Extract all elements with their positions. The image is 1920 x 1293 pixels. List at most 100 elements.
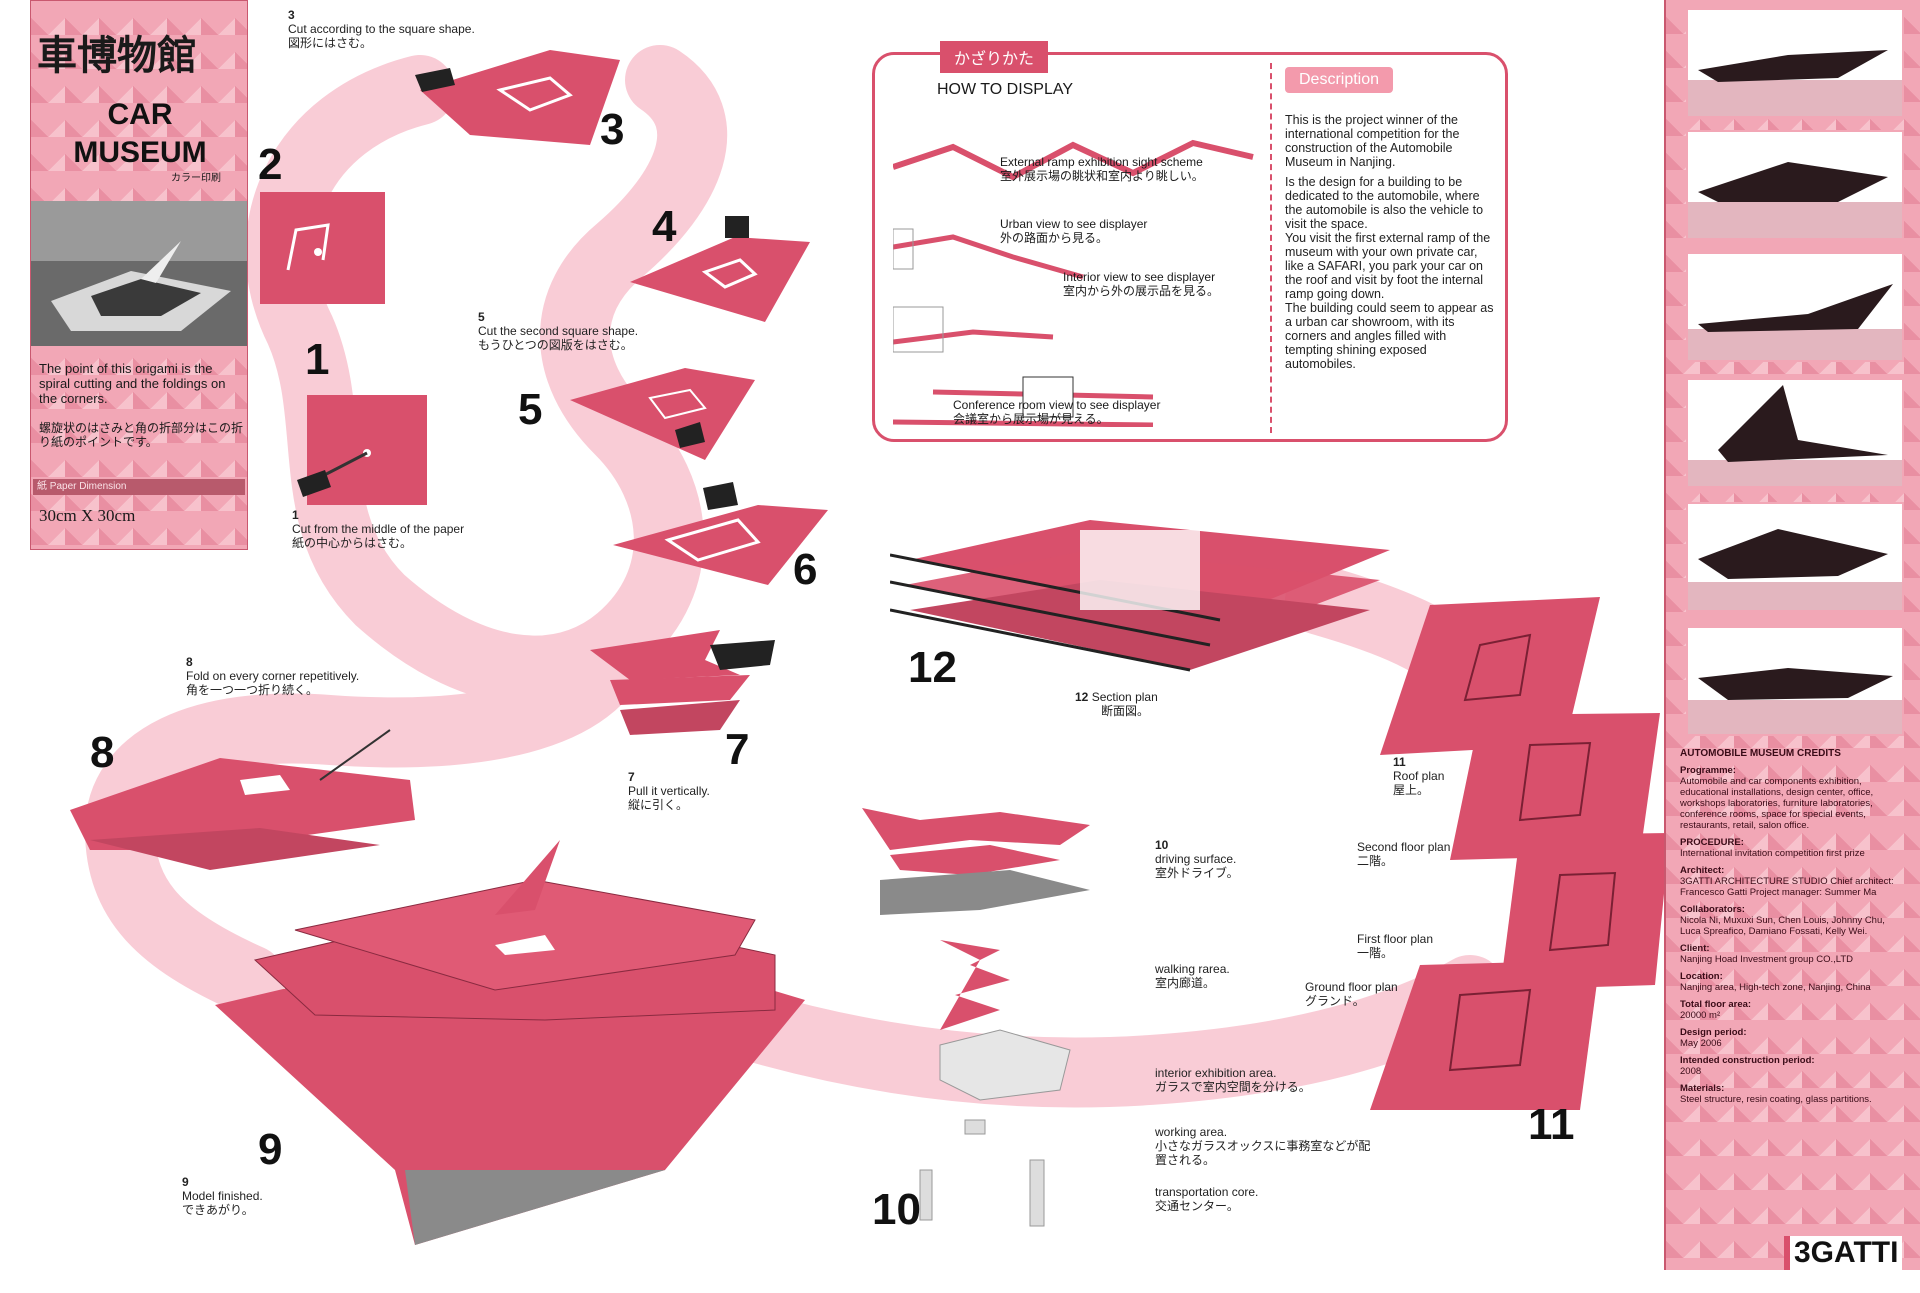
museum-photo — [31, 201, 247, 346]
step-5-caption-number: 5 — [478, 310, 485, 324]
step-11-caption: 11 Roof plan 屋上。 — [1393, 755, 1444, 797]
first-floor-caption: First floor plan 一階。 — [1357, 932, 1433, 960]
display-title: HOW TO DISPLAY — [937, 81, 1074, 98]
credits-procedure-head: PROCEDURE: — [1680, 837, 1744, 848]
step-1-paper — [297, 395, 427, 505]
step-5-caption: 5 Cut the second square shape. もうひとつの図版を… — [478, 310, 638, 352]
credits-location-head: Location: — [1680, 971, 1723, 982]
right-credits-panel: AUTOMOBILE MUSEUM CREDITS Programme: Aut… — [1664, 0, 1920, 1270]
display-divider — [1270, 63, 1272, 433]
step-4-number: 4 — [652, 202, 677, 251]
step-8-caption-number: 8 — [186, 655, 193, 669]
step-12-number: 12 — [908, 643, 957, 692]
step-1-caption: 1 Cut from the middle of the paper 紙の中心か… — [292, 508, 464, 550]
urban-caption: Urban view to see displayer 外の路面から見る。 — [1000, 217, 1147, 245]
credits-materials: Steel structure, resin coating, glass pa… — [1680, 1094, 1872, 1105]
step-4-paper — [630, 216, 810, 322]
credits-collab-head: Collaborators: — [1680, 904, 1745, 915]
credits-architect-head: Architect: — [1680, 865, 1725, 876]
second-floor-en: Second floor plan — [1357, 840, 1451, 854]
ground-floor-caption: Ground floor plan グランド。 — [1305, 980, 1398, 1008]
thumb-view-4 — [1686, 378, 1904, 488]
paper-size: 30cm X 30cm — [39, 506, 136, 525]
step-7-paper — [590, 630, 775, 735]
conf-caption: Conference room view to see displayer 会議… — [953, 398, 1160, 426]
step-9-caption-en: Model finished. — [182, 1189, 263, 1203]
step-3-caption-en: Cut according to the square shape. — [288, 22, 475, 36]
first-floor-jp: 一階。 — [1357, 946, 1394, 960]
transport-jp: 交通センター。 — [1155, 1199, 1239, 1213]
scheme-jp: 室外展示場の眺状和室内より眺しい。 — [1000, 169, 1204, 183]
ground-floor-jp: グランド。 — [1305, 994, 1365, 1008]
description-tag: Description — [1285, 67, 1394, 93]
description-p4: The building could seem to appear as a u… — [1285, 301, 1494, 371]
step-2-number: 2 — [258, 140, 283, 189]
credits-procedure: International invitation competition fir… — [1680, 848, 1865, 859]
step-8-paper — [70, 729, 415, 870]
step-9-caption: 9 Model finished. できあがり。 — [182, 1175, 263, 1217]
step-5-paper — [570, 368, 755, 460]
display-sketches — [893, 139, 1254, 427]
step-11-caption-en: Roof plan — [1393, 769, 1445, 783]
step-3-caption-number: 3 — [288, 8, 295, 22]
step-11-plans — [1370, 597, 1670, 1110]
interior-caption: Interior view to see displayer 室内から外の展示品… — [1063, 270, 1219, 298]
step-11-caption-number: 11 — [1393, 755, 1406, 769]
credits-client: Nanjing Hoad Investment group CO.,LTD — [1680, 954, 1854, 965]
step-9-number: 9 — [258, 1125, 283, 1174]
step-1-number: 1 — [305, 335, 330, 384]
ground-floor-en: Ground floor plan — [1305, 980, 1398, 994]
thumb-view-5 — [1686, 502, 1904, 612]
step-12-section — [890, 520, 1390, 672]
step-1-caption-jp: 紙の中心からはさむ。 — [292, 536, 413, 550]
transport-caption: transportation core. 交通センター。 — [1155, 1185, 1258, 1213]
credits-programme: Automobile and car components exhibition… — [1680, 776, 1874, 831]
step-8-caption: 8 Fold on every corner repetitively. 角を一… — [186, 655, 359, 697]
credits-client-head: Client: — [1680, 943, 1710, 954]
working-en: working area. — [1155, 1125, 1228, 1139]
description-p1: This is the project winner of the intern… — [1285, 113, 1460, 169]
description-text: This is the project winner of the intern… — [1285, 113, 1495, 371]
jp-title: 車博物館 — [37, 33, 197, 79]
thumb-view-1 — [1686, 8, 1904, 118]
paper-label: 紙 Paper Dimension — [33, 479, 245, 495]
interior-en: Interior view to see displayer — [1063, 270, 1216, 284]
step-7-caption-en: Pull it vertically. — [628, 784, 710, 798]
credits-intended-head: Intended construction period: — [1680, 1055, 1815, 1066]
step-12-caption-number: 12 — [1075, 690, 1089, 704]
step-5-number: 5 — [518, 385, 543, 434]
step-8-number: 8 — [90, 728, 115, 777]
step-7-caption-jp: 縦に引く。 — [628, 798, 689, 812]
step-7-caption: 7 Pull it vertically. 縦に引く。 — [628, 770, 710, 812]
credits-materials-head: Materials: — [1680, 1083, 1725, 1094]
step-10-caption-en: driving surface. — [1155, 852, 1237, 866]
step-10-number: 10 — [872, 1185, 921, 1234]
second-floor-caption: Second floor plan 二階。 — [1357, 840, 1450, 868]
walking-caption: walking rarea. 室内廊道。 — [1155, 962, 1230, 990]
urban-en: Urban view to see displayer — [1000, 217, 1148, 231]
step-1-caption-en: Cut from the middle of the paper — [292, 522, 465, 536]
step-3-caption-jp: 図形にはさむ。 — [288, 36, 373, 50]
credits-programme-head: Programme: — [1680, 765, 1736, 776]
step-12-caption-en: Section plan — [1091, 690, 1158, 704]
credits-block: AUTOMOBILE MUSEUM CREDITS Programme: Aut… — [1680, 748, 1905, 1105]
step-11-number: 11 — [1528, 1100, 1575, 1149]
credits-location: Nanjing area, High-tech zone, Nanjing, C… — [1680, 982, 1871, 993]
walking-en: walking rarea. — [1155, 962, 1230, 976]
step-10-caption: 10 driving surface. 室外ドライブ。 — [1155, 838, 1239, 880]
interior-exhibition-jp: ガラスで室内空間を分ける。 — [1155, 1080, 1311, 1094]
transport-en: transportation core. — [1155, 1185, 1259, 1199]
step-5-caption-en: Cut the second square shape. — [478, 324, 639, 338]
step-3-caption: 3 Cut according to the square shape. 図形に… — [288, 8, 475, 50]
step-3-paper — [415, 50, 620, 145]
step-9-caption-number: 9 — [182, 1175, 189, 1189]
credits-title: AUTOMOBILE MUSEUM CREDITS — [1680, 748, 1841, 759]
step-8-caption-en: Fold on every corner repetitively. — [186, 669, 360, 683]
step-10-caption-jp: 室外ドライブ。 — [1155, 866, 1239, 880]
conf-en: Conference room view to see displayer — [953, 398, 1161, 412]
point-jp: 螺旋状のはさみと角の折部分はこの折り紙のポイントです。 — [39, 421, 244, 449]
left-info-panel: 車博物館 CAR MUSEUM カラー印刷 The point of this … — [30, 0, 248, 550]
thumb-view-6 — [1686, 626, 1904, 736]
step-5-caption-jp: もうひとつの図版をはさむ。 — [478, 338, 633, 352]
scheme-en: External ramp exhibition sight scheme — [1000, 155, 1203, 169]
